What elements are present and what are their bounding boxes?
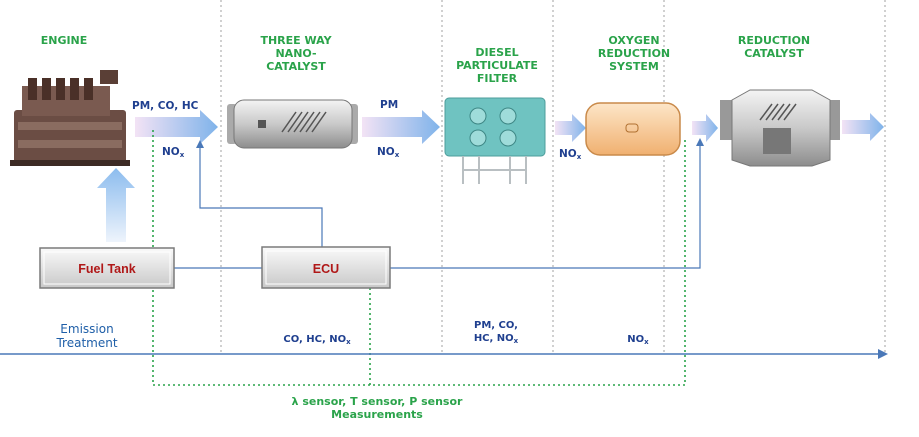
dpf-line-3: FILTER xyxy=(476,72,518,85)
oxygen-line-1: OXYGEN xyxy=(608,34,660,47)
col2-text: CO, HC, NO xyxy=(283,334,347,345)
stage-label-three-way: THREE WAY NANO- CATALYST xyxy=(241,34,351,73)
ecu-lines xyxy=(174,143,701,269)
flow-nox-1: NOx xyxy=(162,146,184,162)
stage-label-engine: ENGINE xyxy=(40,34,88,47)
stage-label-oxygen: OXYGEN REDUCTION SYSTEM xyxy=(575,34,693,73)
ecu-arrowhead-reduction xyxy=(696,138,704,146)
oxygen-tank-icon xyxy=(585,102,681,156)
flow-nox-3: NOx xyxy=(559,148,581,164)
sensor-measurement-line xyxy=(152,130,686,386)
three-way-line-1: THREE WAY xyxy=(260,34,332,47)
nox-1-sub: x xyxy=(179,151,185,159)
emission-col-oxygen: NOx xyxy=(610,333,666,349)
nox-1-text: NO xyxy=(162,146,180,158)
reduction-catalyst-icon xyxy=(720,89,840,167)
three-way-line-3: CATALYST xyxy=(266,60,326,73)
col3-sub: x xyxy=(513,337,519,345)
arrow-outlet xyxy=(842,113,884,141)
flow-engine-out: PM, CO, HC xyxy=(132,100,199,112)
emission-col-catalyst: CO, HC, NOx xyxy=(262,333,372,349)
measurements-line-2: Measurements xyxy=(331,408,423,421)
dpf-icon xyxy=(444,97,546,184)
three-way-line-2: NANO- xyxy=(275,47,317,60)
flow-catalyst-out: PM xyxy=(380,99,399,111)
oxygen-line-2: REDUCTION xyxy=(597,47,671,60)
emission-line-1: Emission xyxy=(60,322,114,336)
measurements-label: λ sensor, T sensor, P sensor Measurement… xyxy=(232,395,522,421)
reduction-line-2: CATALYST xyxy=(744,47,804,60)
dpf-line-1: DIESEL xyxy=(475,46,519,59)
oxygen-line-3: SYSTEM xyxy=(609,60,659,73)
ecu-arrowhead-catalyst xyxy=(196,140,204,148)
emission-col-dpf: PM, CO, HC, NOx xyxy=(446,319,546,348)
three-way-catalyst-icon xyxy=(227,99,358,149)
fuel-up-arrow xyxy=(97,168,135,242)
fuel-tank-label: Fuel Tank xyxy=(78,262,136,276)
arrow-engine-catalyst xyxy=(135,110,218,144)
col2-sub: x xyxy=(346,338,351,346)
baseline-arrowhead xyxy=(878,349,888,359)
col3-line-2-wrap: HC, NOx xyxy=(446,332,546,348)
col4-sub: x xyxy=(644,338,649,346)
engine-icon xyxy=(10,70,130,166)
col4-text: NO xyxy=(627,334,645,345)
flow-nox-2: NOx xyxy=(377,146,399,162)
ecu-box xyxy=(261,246,391,289)
reduction-line-1: REDUCTION xyxy=(737,34,811,47)
nox-2-sub: x xyxy=(394,151,400,159)
arrow-dpf-oxygen xyxy=(555,114,586,142)
nox-3-text: NO xyxy=(559,148,577,160)
ecu-label: ECU xyxy=(312,262,340,276)
stage-label-reduction: REDUCTION CATALYST xyxy=(714,34,834,60)
emission-treatment-label: Emission Treatment xyxy=(35,322,139,350)
emission-line-2: Treatment xyxy=(56,336,118,350)
fuel-tank-box xyxy=(39,247,175,289)
arrow-catalyst-dpf xyxy=(362,110,440,144)
measurements-line-1: λ sensor, T sensor, P sensor xyxy=(291,395,463,408)
stage-label-dpf: DIESEL PARTICULATE FILTER xyxy=(444,46,550,85)
col3-line-2: HC, NO xyxy=(473,333,514,344)
arrow-oxygen-reduction xyxy=(692,114,718,142)
col3-line-1: PM, CO, xyxy=(474,320,518,331)
dpf-line-2: PARTICULATE xyxy=(456,59,538,72)
nox-2-text: NO xyxy=(377,146,395,158)
nox-3-sub: x xyxy=(576,153,582,161)
stage-dividers xyxy=(220,0,886,352)
